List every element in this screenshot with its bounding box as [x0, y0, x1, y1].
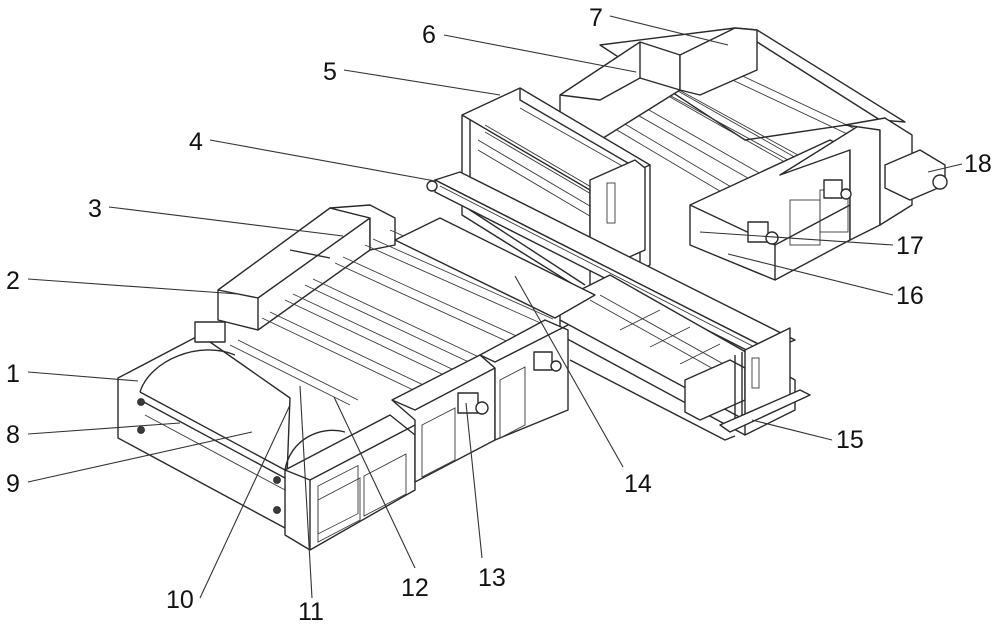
callout-18: 18: [964, 150, 992, 178]
leader-14: [514, 275, 624, 468]
callout-15: 15: [836, 426, 864, 454]
leader-5: [343, 69, 501, 96]
leader-8: [27, 422, 181, 435]
leader-11: [299, 385, 313, 599]
callout-3: 3: [88, 195, 102, 223]
callout-11: 11: [298, 598, 324, 626]
leader-2: [27, 278, 239, 295]
gantry-frame: [426, 87, 811, 441]
callout-2: 2: [6, 267, 20, 295]
callout-4: 4: [189, 128, 203, 156]
leader-4: [209, 139, 436, 182]
leader-6: [443, 34, 637, 73]
callout-13: 13: [478, 564, 506, 592]
rear-roller-module: [559, 27, 948, 281]
callout-5: 5: [323, 58, 337, 86]
callout-8: 8: [6, 421, 20, 449]
front-roller-module: [117, 204, 596, 551]
callout-12: 12: [401, 574, 429, 602]
leader-17: [699, 231, 894, 246]
leader-7: [609, 15, 729, 46]
leader-15: [751, 419, 833, 441]
callout-17: 17: [896, 232, 924, 260]
callout-labels: 1 2 3 4 5 6 7 8 9 10 11 12 13 14 15 16 1…: [6, 4, 992, 626]
leader-10: [199, 404, 291, 599]
leader-9: [27, 431, 253, 483]
leader-12: [333, 396, 416, 569]
callout-1: 1: [6, 360, 20, 388]
leader-1: [27, 371, 139, 382]
leader-16: [727, 253, 894, 296]
callout-16: 16: [896, 282, 924, 310]
leader-lines: [27, 15, 963, 599]
leader-18: [927, 163, 963, 173]
callout-9: 9: [6, 470, 20, 498]
leader-13: [465, 402, 483, 559]
callout-10: 10: [166, 586, 194, 614]
callout-14: 14: [624, 470, 652, 498]
leader-3: [108, 206, 344, 237]
callout-7: 7: [589, 4, 603, 32]
callout-6: 6: [422, 21, 436, 49]
